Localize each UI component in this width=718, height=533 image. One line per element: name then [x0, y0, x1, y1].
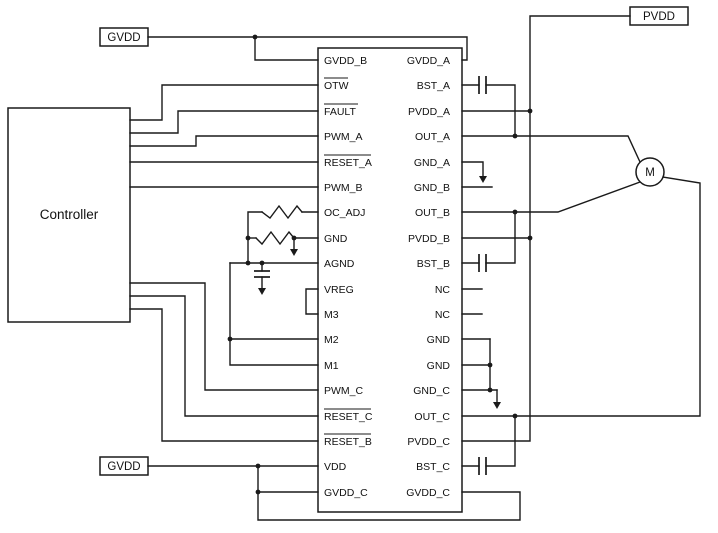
junction-dot — [252, 34, 258, 40]
pin-label-gvdd-a: GVDD_A — [407, 55, 450, 67]
junction-dot — [527, 108, 533, 114]
junction-dot — [527, 235, 533, 241]
pin-label-vreg: VREG — [324, 284, 354, 296]
wire-m1-m2 — [227, 262, 319, 366]
ic-box — [317, 47, 463, 513]
pin-label-out-c: OUT_C — [414, 411, 450, 423]
pin-label-gnd-r2: GND — [427, 360, 451, 372]
junction-dot — [255, 463, 261, 469]
pin-label-fault: FAULT — [324, 106, 356, 118]
capacitor-bst-c — [461, 413, 518, 475]
pin-label-gnd-a: GND_A — [414, 157, 450, 169]
junction-dot — [291, 235, 297, 241]
pin-label-pwm-b: PWM_B — [324, 182, 363, 194]
gvdd-bottom-label-box: GVDD — [99, 456, 149, 476]
ground-arrow-gnd-a — [461, 161, 487, 183]
ground-arrow-gnd-c — [493, 402, 501, 409]
wire-otw — [129, 84, 319, 121]
pin-label-nc-2: NC — [435, 309, 451, 321]
wire-pwm-a — [129, 135, 319, 147]
pin-label-reset-b: RESET_B — [324, 436, 372, 448]
wire-out-c — [461, 176, 701, 417]
pin-label-gnd-b: GND_B — [414, 182, 450, 194]
junction-dot — [245, 235, 251, 241]
wire-out-b — [461, 181, 641, 213]
ground-arrow-agnd — [258, 288, 266, 295]
wire-fault — [129, 110, 319, 134]
ground-arrow-oc — [290, 235, 298, 256]
ic-left-pin-labels: GVDD_B OTW FAULT PWM_A RESET_A PWM_B OC_… — [324, 55, 373, 499]
pin-label-m1: M1 — [324, 360, 339, 372]
capacitor-bst-b — [461, 209, 518, 272]
controller-label: Controller — [40, 207, 99, 222]
pin-label-pvdd-c: PVDD_C — [407, 436, 450, 448]
junction-dot — [259, 260, 265, 266]
pin-label-out-b: OUT_B — [415, 207, 450, 219]
pin-label-bst-a: BST_A — [417, 80, 450, 92]
pin-label-gnd-c: GND_C — [413, 385, 450, 397]
pin-label-pwm-c: PWM_C — [324, 385, 364, 397]
pin-label-oc-adj: OC_ADJ — [324, 207, 365, 219]
pin-label-nc-1: NC — [435, 284, 451, 296]
gvdd-top-label-box: GVDD — [99, 27, 149, 47]
capacitor-bst-a — [461, 76, 518, 139]
gvdd-top-label: GVDD — [107, 32, 140, 44]
pin-label-agnd: AGND — [324, 258, 355, 270]
pin-label-pvdd-b: PVDD_B — [408, 233, 450, 245]
motor-circle — [635, 157, 665, 187]
pin-label-m3: M3 — [324, 309, 339, 321]
controller-box: Controller — [7, 107, 131, 323]
wire-reset-c — [129, 295, 319, 417]
pvdd-label-box: PVDD — [629, 6, 689, 26]
capacitor-agnd — [254, 260, 270, 295]
pin-label-otw: OTW — [324, 80, 349, 92]
pin-label-gvdd-c-l: GVDD_C — [324, 487, 368, 499]
pin-label-bst-c: BST_C — [416, 461, 450, 473]
pin-label-bst-b: BST_B — [417, 258, 450, 270]
pin-label-out-a: OUT_A — [415, 131, 450, 143]
wire-vreg-m3 — [305, 288, 319, 315]
junction-dot — [255, 489, 261, 495]
pin-label-gvdd-b: GVDD_B — [324, 55, 367, 67]
resistor-gnd — [247, 230, 319, 246]
pin-label-gnd-l: GND — [324, 233, 348, 245]
motor: M — [635, 157, 665, 187]
junction-dot — [227, 336, 233, 342]
pin-label-m2: M2 — [324, 334, 339, 346]
resistor-oc-adj — [247, 204, 319, 264]
pin-label-reset-a: RESET_A — [324, 157, 372, 169]
junction-dot — [512, 413, 518, 419]
pin-label-pvdd-a: PVDD_A — [408, 106, 450, 118]
pin-label-gnd-r1: GND — [427, 334, 451, 346]
wire-pvdd-bus — [461, 15, 631, 442]
wire-gvdd-top-to-gvdd-a — [147, 36, 468, 61]
wire-out-a — [461, 135, 641, 163]
pin-label-reset-c: RESET_C — [324, 411, 373, 423]
wire-gvdd-top-to-gvdd-b — [252, 34, 319, 61]
gvdd-bottom-label: GVDD — [107, 461, 140, 473]
wire-reset-b — [129, 308, 319, 442]
junction-dot — [487, 362, 493, 368]
wire-gnd-cluster — [461, 338, 501, 409]
junction-dot — [487, 387, 493, 393]
ic-right-pin-labels: GVDD_A BST_A PVDD_A OUT_A GND_A GND_B OU… — [406, 55, 450, 499]
pvdd-label: PVDD — [643, 11, 675, 23]
pin-label-gvdd-c-r: GVDD_C — [406, 487, 450, 499]
wire-gvdd-bottom — [147, 463, 521, 521]
wire-pwm-c — [129, 282, 319, 391]
pin-label-vdd: VDD — [324, 461, 347, 473]
motor-label: M — [645, 167, 655, 179]
pin-label-pwm-a: PWM_A — [324, 131, 363, 143]
junction-dot — [512, 209, 518, 215]
